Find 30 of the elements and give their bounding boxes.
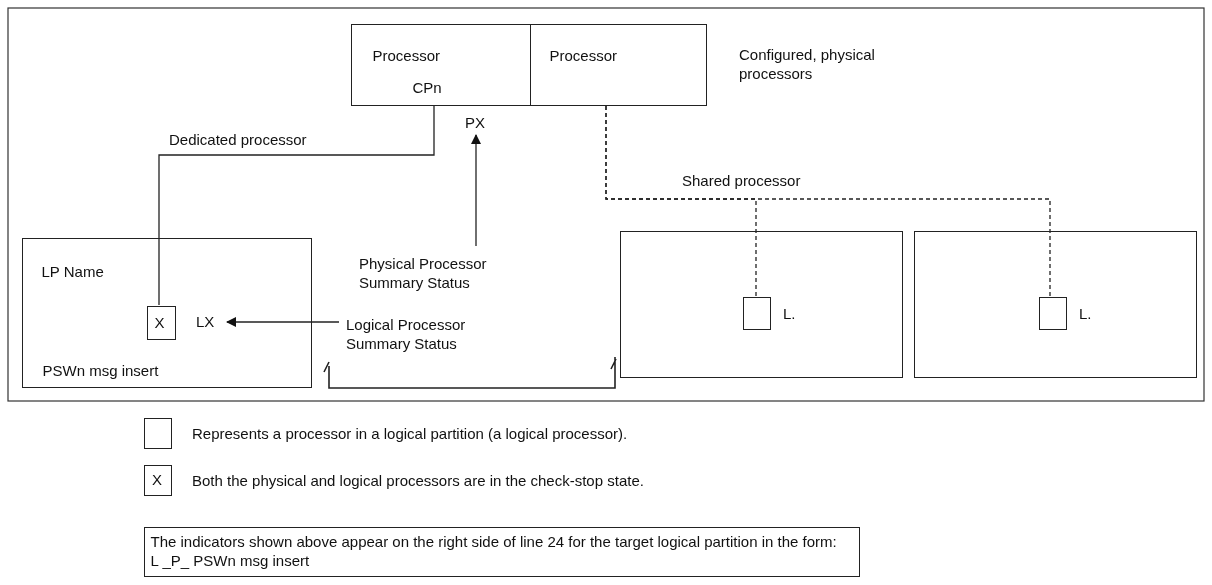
partition-box bbox=[914, 231, 1197, 378]
check-stop-mark: X bbox=[152, 470, 162, 489]
note-box bbox=[144, 527, 860, 577]
box-text: PSWn msg insert bbox=[42, 360, 159, 380]
caption-text: Configured, physical processors bbox=[739, 45, 876, 83]
box-text: CPn bbox=[412, 77, 442, 97]
logical-processor-box bbox=[743, 297, 771, 330]
connector-line bbox=[605, 105, 1051, 297]
processor-box bbox=[530, 24, 707, 106]
partition-box bbox=[22, 238, 312, 388]
legend-text: Represents a processor in a logical partition (a logical processor). bbox=[192, 424, 628, 443]
note-text: The indicators shown above appear on the right side of line 24 for the target logical partition in the form: L _P_ PSWn msg insert bbox=[150, 531, 838, 570]
processor-box bbox=[351, 24, 531, 106]
box-text: Processor bbox=[549, 45, 618, 65]
legend-text: Both the physical and logical processors are in the check-stop state. bbox=[192, 471, 644, 490]
indicator-text: LX bbox=[196, 312, 215, 331]
indicator-text: PX bbox=[465, 113, 485, 132]
status-label: Physical Processor Summary Status bbox=[359, 254, 488, 292]
indicator-text: L. bbox=[783, 304, 796, 323]
logical-processor-box bbox=[147, 306, 176, 340]
arrow bbox=[471, 134, 481, 247]
box-text: LP Name bbox=[41, 261, 104, 281]
partition-box bbox=[620, 231, 903, 378]
logical-processor-box bbox=[1039, 297, 1067, 330]
status-label: Logical Processor Summary Status bbox=[346, 315, 467, 353]
box-text: Processor bbox=[372, 45, 441, 65]
check-stop-mark: X bbox=[154, 312, 165, 332]
indicator-text: L. bbox=[1079, 304, 1092, 323]
arrow bbox=[226, 317, 340, 327]
connector-line bbox=[158, 105, 435, 306]
